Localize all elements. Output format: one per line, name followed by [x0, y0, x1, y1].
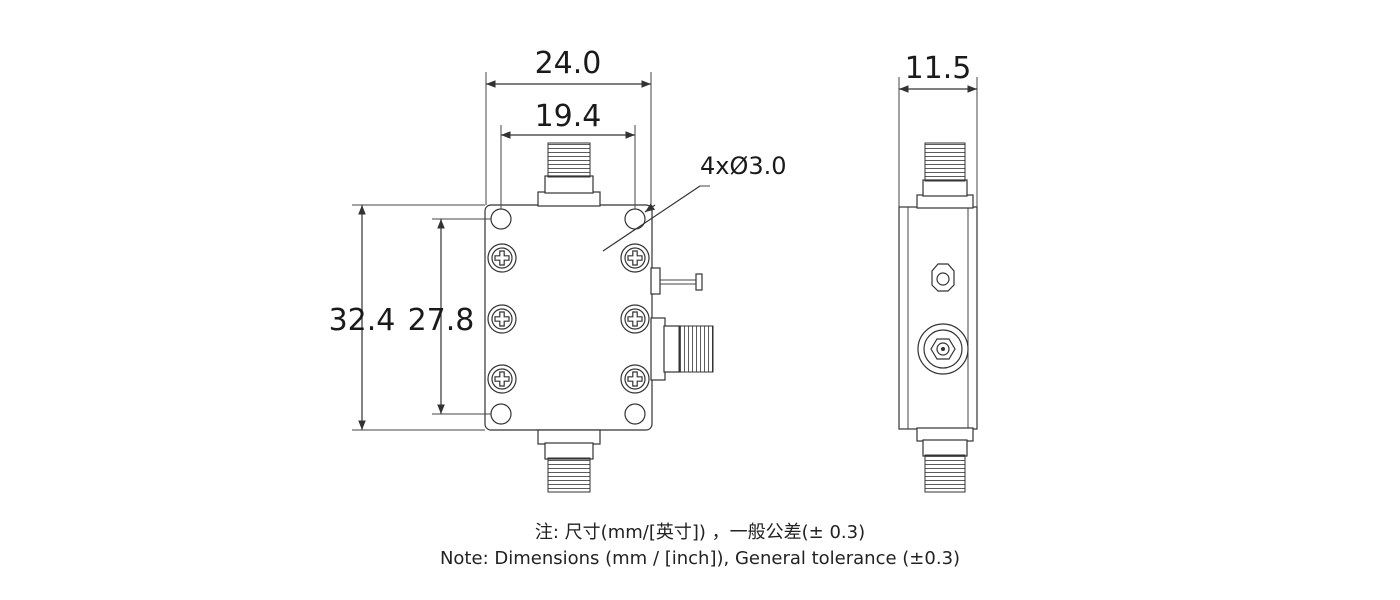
side-top-connector: [916, 142, 974, 209]
screw-icon: [487, 304, 517, 334]
mounting-hole: [624, 208, 646, 230]
hex-pin: [931, 263, 955, 292]
dim-overall-width: 24.0: [535, 46, 602, 81]
top-connector: [537, 142, 601, 207]
mounting-hole: [624, 403, 646, 425]
mounting-hole: [490, 208, 512, 230]
screw-icon: [620, 304, 650, 334]
screw-icon: [620, 364, 650, 394]
hole-callout: 4xØ3.0: [700, 152, 787, 180]
bottom-connector: [537, 429, 601, 493]
drawing-notes: 注: 尺寸(mm/[英寸]) ，一般公差(± 0.3) Note: Dimens…: [0, 520, 1400, 572]
side-connector: [650, 317, 714, 381]
side-view: 11.5: [898, 51, 978, 493]
sma-face: [917, 323, 969, 375]
dim-side-thickness: 11.5: [905, 51, 972, 86]
side-bottom-connector: [916, 427, 974, 493]
bias-pin: [650, 267, 703, 295]
note-chinese: 注: 尺寸(mm/[英寸]) ，一般公差(± 0.3): [534, 522, 866, 543]
screw-icon: [620, 243, 650, 273]
front-view: 24.0 19.4 32.4 27.8 4xØ3.0: [329, 46, 787, 493]
dim-hole-spacing-x: 19.4: [535, 99, 602, 134]
screw-icon: [487, 364, 517, 394]
mounting-hole: [490, 403, 512, 425]
note-english: Note: Dimensions (mm / [inch]), General …: [439, 548, 961, 569]
side-body: [898, 206, 978, 430]
screw-icon: [487, 243, 517, 273]
dim-overall-height: 32.4: [329, 303, 396, 338]
dim-hole-spacing-y: 27.8: [408, 303, 475, 338]
